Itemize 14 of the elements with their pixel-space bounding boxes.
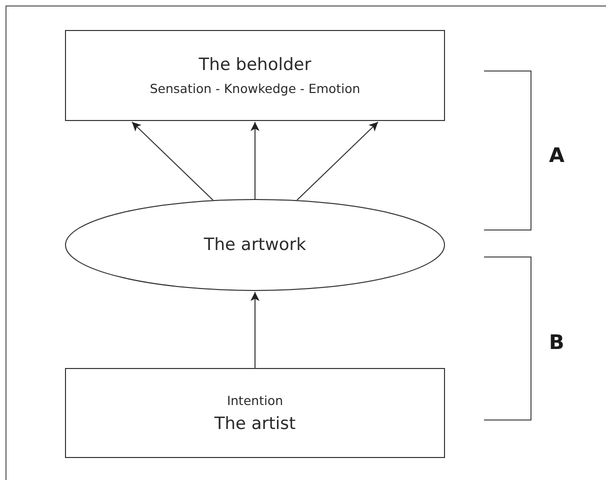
process-box [65,30,445,121]
node-title: The artist [214,414,296,434]
node-subtitle: Sensation - Knowkedge - Emotion [150,81,360,96]
bracket-label: B [549,330,564,354]
arrow [250,292,260,368]
node-title: The artwork [204,235,306,255]
process-box [65,368,445,458]
ellipse-node [65,199,445,291]
node-title: The beholder [198,55,312,75]
node-subtitle: Intention [226,392,284,408]
bracket-label: A [549,143,564,167]
arrow [132,122,214,201]
arrow [250,122,260,200]
arrow [296,122,378,201]
